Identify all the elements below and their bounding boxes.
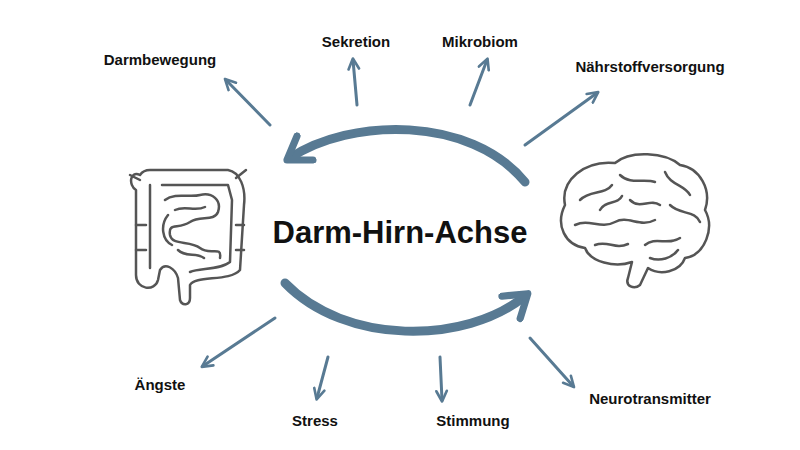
pointer-arrow	[203, 318, 275, 366]
pointer-arrow	[317, 357, 328, 398]
factor-label: Nährstoffversorgung	[575, 58, 724, 75]
factor-label: Ängste	[135, 376, 186, 393]
diagram-title: Darm-Hirn-Achse	[273, 215, 528, 251]
pointer-arrow	[530, 338, 573, 386]
top-cycle-arrow	[290, 129, 525, 182]
brain-illustration	[561, 154, 709, 287]
pointer-arrow	[353, 60, 357, 105]
factor-label: Stress	[292, 412, 338, 429]
factor-label: Stimmung	[436, 412, 509, 429]
pointer-arrow	[226, 80, 270, 125]
factor-label: Sekretion	[322, 33, 390, 50]
pointer-arrow	[470, 60, 487, 105]
pointer-arrow	[440, 357, 442, 400]
bottom-cycle-arrow	[285, 283, 525, 331]
factor-label: Mikrobiom	[442, 33, 518, 50]
intestine-illustration	[130, 170, 246, 304]
factor-label: Neurotransmitter	[589, 390, 711, 407]
factor-label: Darmbewegung	[104, 51, 217, 68]
pointer-arrows	[203, 60, 597, 400]
pointer-arrow	[525, 93, 597, 145]
